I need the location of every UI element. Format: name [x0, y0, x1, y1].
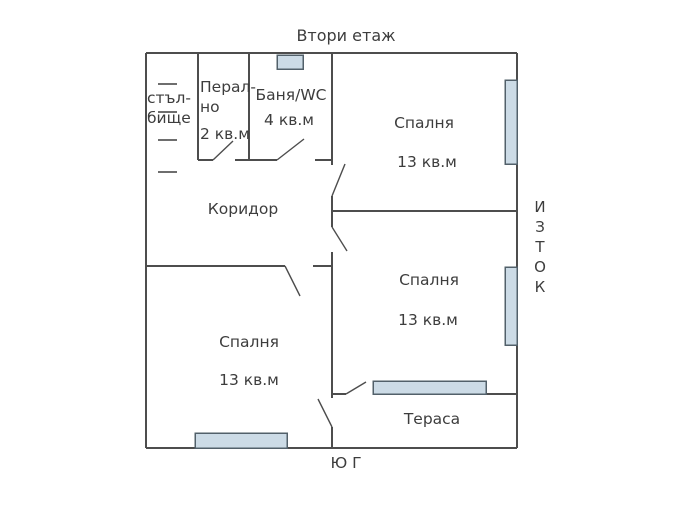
staircase-treads: [158, 83, 177, 173]
door-bedroom-bottom-right: [331, 226, 348, 252]
bedroom-bottom-right-label: Спалня: [399, 271, 459, 289]
east-letter: И: [534, 198, 545, 216]
page-title: Втори етаж: [296, 26, 395, 45]
window-bedroom-bottom-left: [194, 432, 288, 449]
laundry-label-line1: Перал-: [200, 78, 256, 96]
corridor-label: Коридор: [208, 200, 278, 218]
staircase-label-line2: бище: [147, 109, 191, 127]
room-labels: стъл- бище Перал- но 2 кв.м Баня/WC 4 кв…: [147, 78, 460, 428]
staircase-label-line1: стъл-: [147, 89, 191, 107]
door-bedroom-bottom-left: [284, 265, 301, 297]
bathroom-label: Баня/WC: [256, 86, 327, 104]
compass-labels: И З Т О К Ю Г: [330, 198, 545, 472]
door-bedroom-top-right: [331, 163, 346, 197]
window-bathroom: [276, 54, 304, 70]
door-laundry: [212, 140, 234, 161]
terrace-label: Тераса: [403, 410, 460, 428]
east-letter: К: [535, 278, 546, 296]
east-letter: О: [534, 258, 546, 276]
east-letter: Т: [534, 238, 545, 256]
laundry-area: 2 кв.м: [200, 125, 250, 143]
bedroom-bottom-left-label: Спалня: [219, 333, 279, 351]
south-label: Ю Г: [330, 454, 361, 472]
bedroom-bottom-right-area: 13 кв.м: [398, 311, 458, 329]
door-bathroom: [276, 138, 305, 161]
door-bedroom-to-terrace: [317, 398, 333, 428]
window-bedroom-bottom-right: [504, 266, 518, 346]
east-letter: З: [535, 218, 545, 236]
bedroom-bottom-left-area: 13 кв.м: [219, 371, 279, 389]
bathroom-area: 4 кв.м: [264, 111, 314, 129]
laundry-label-line2: но: [200, 98, 220, 116]
bedroom-top-right-area: 13 кв.м: [397, 153, 457, 171]
window-terrace: [372, 380, 487, 395]
windows: [194, 54, 518, 449]
bedroom-top-right-label: Спалня: [394, 114, 454, 132]
door-terrace: [345, 381, 367, 395]
window-bedroom-top-right: [504, 79, 518, 165]
door-swings: [212, 138, 367, 428]
